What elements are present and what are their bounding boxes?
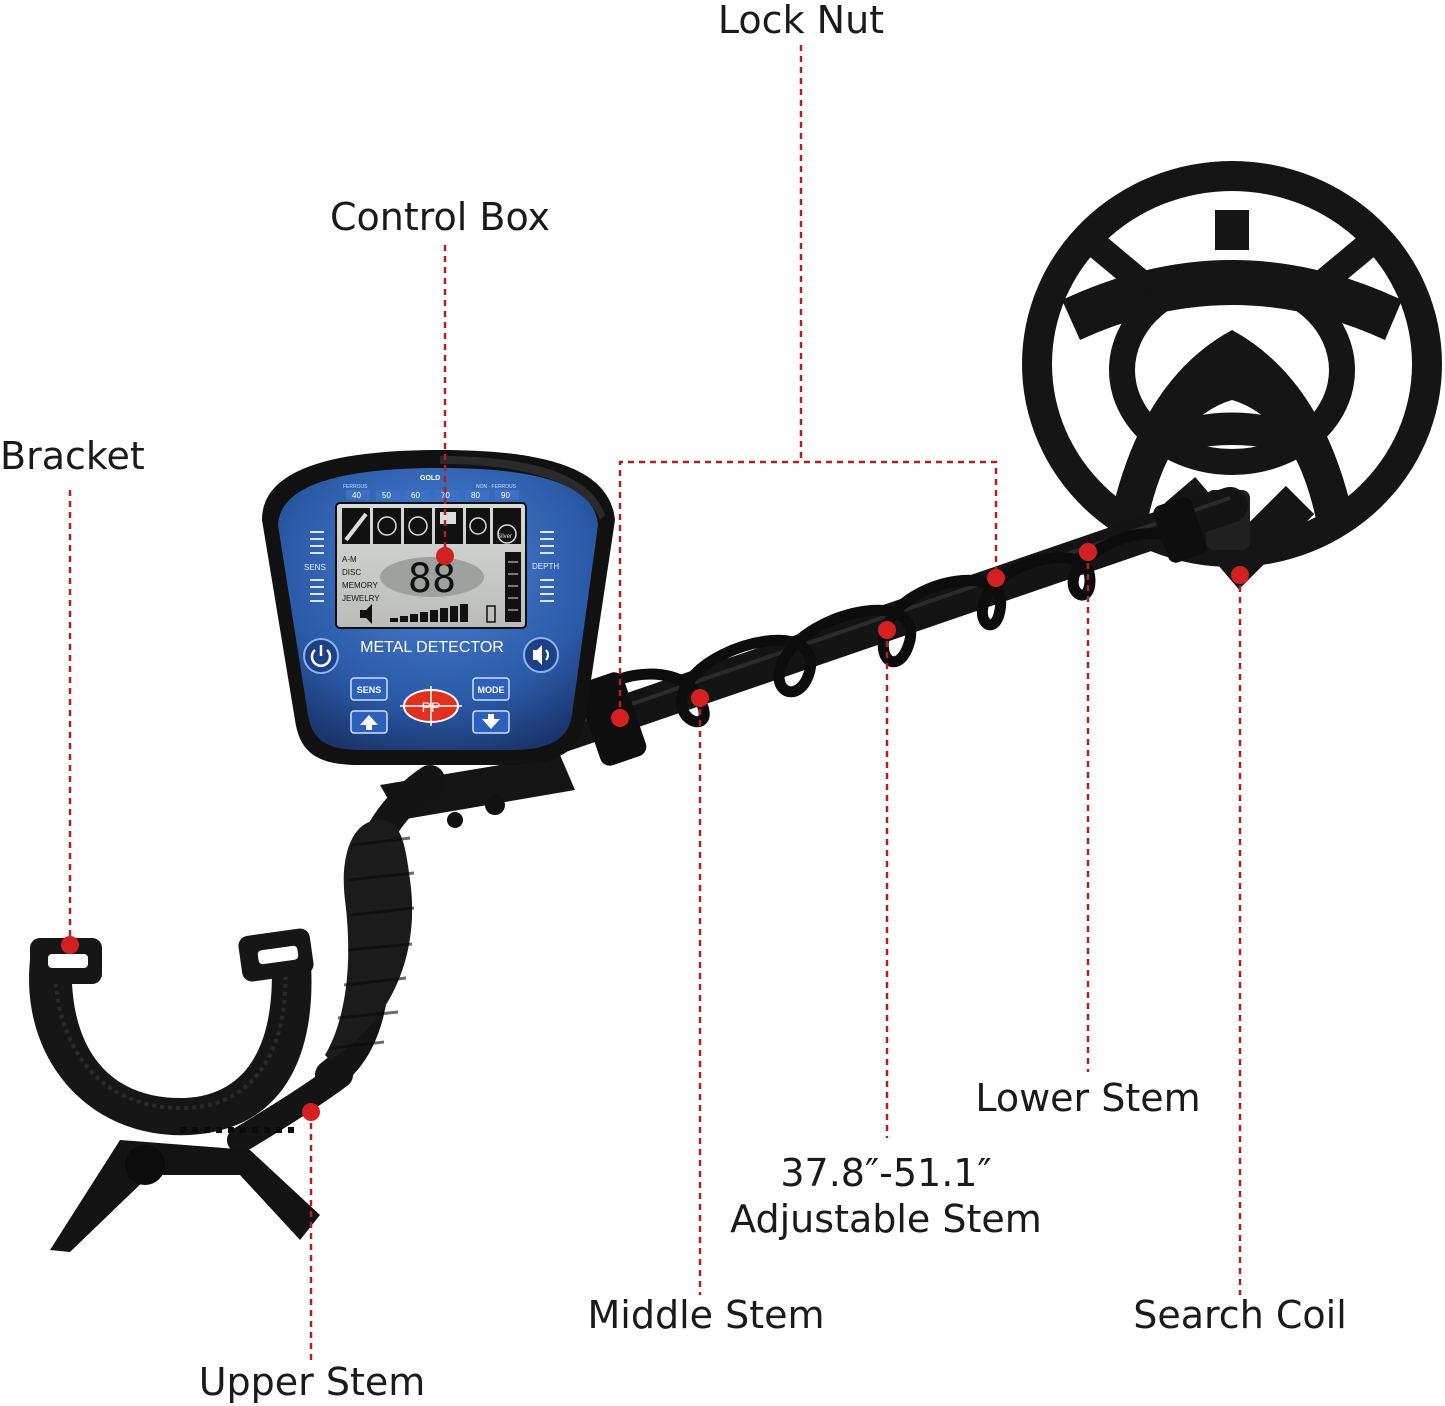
sens-indicator-label: SENS [304, 563, 326, 572]
battery-icon [486, 605, 496, 623]
marker-upper-stem [302, 1103, 320, 1121]
sens-button[interactable]: SENS [350, 677, 388, 701]
down-button[interactable] [472, 710, 510, 734]
target-icons [342, 508, 521, 544]
scale-40: 40 [352, 491, 361, 500]
upper-stem-label: Upper Stem [198, 1360, 426, 1404]
power-button[interactable] [303, 638, 339, 674]
mode-am: A-M [342, 555, 357, 564]
arm-bracket [29, 928, 320, 1252]
scale-80: 80 [471, 491, 480, 500]
control-box: GOLD FERROUS NON - FERROUS 40 50 60 70 8… [262, 450, 615, 765]
volume-button[interactable] [523, 637, 559, 673]
depth-indicator-label: DEPTH [532, 562, 559, 571]
adjustable-stem-text: Adjustable Stem [730, 1197, 1042, 1241]
mode-list: A-M DISC MEMORY JEWELRY [342, 555, 380, 603]
silver-label: Silver [497, 534, 512, 540]
mode-memory: MEMORY [342, 581, 379, 590]
mode-disc: DISC [342, 568, 361, 577]
scale-numbers: 40 50 60 70 80 90 [346, 490, 519, 500]
search-coil-label: Search Coil [1133, 1293, 1347, 1337]
scale-60: 60 [411, 491, 420, 500]
scale-50: 50 [382, 491, 391, 500]
speaker-icon [360, 604, 372, 624]
lock-nut-label: Lock Nut [717, 0, 885, 42]
mode-button-label: MODE [478, 685, 505, 695]
sens-button-label: SENS [357, 685, 382, 695]
adjustable-stem-label: 37.8″-51.1″ Adjustable Stem [730, 1150, 1042, 1242]
depth-level-bars [540, 531, 554, 602]
pinpoint-button-label: PP [422, 699, 441, 715]
markers [61, 543, 1249, 1121]
marker-search-coil [1231, 566, 1249, 584]
pinpoint-button[interactable]: PP [400, 686, 462, 726]
arrow-down-icon [482, 714, 500, 729]
depth-scale [505, 552, 521, 622]
volume-icon [533, 645, 542, 665]
marker-bracket [61, 936, 79, 954]
bracket-label: Bracket [0, 434, 145, 478]
signal-strength-bars [390, 604, 468, 622]
marker-control-box [436, 547, 454, 565]
lower-stem-label: Lower Stem [975, 1076, 1201, 1120]
marker-adjustable-stem [878, 621, 896, 639]
up-button[interactable] [350, 710, 388, 734]
non-ferrous-label: NON - FERROUS [476, 484, 517, 490]
shaft [380, 487, 1248, 828]
marker-lock-nut-left [611, 709, 629, 727]
leader-lines [68, 45, 1242, 1360]
middle-stem-label: Middle Stem [587, 1293, 825, 1337]
marker-lower-stem [1079, 543, 1097, 561]
adjustable-range-text: 37.8″-51.1″ [780, 1151, 992, 1195]
mode-button[interactable]: MODE [472, 677, 510, 701]
mode-jewelry: JEWELRY [342, 594, 380, 603]
arrow-up-icon [360, 715, 378, 730]
leader-lock-nut-bracket [618, 460, 998, 718]
marker-lock-nut-right [987, 569, 1005, 587]
scale-90: 90 [501, 491, 510, 500]
device-title: METAL DETECTOR [360, 639, 504, 656]
sens-level-bars [310, 531, 324, 602]
scale-70: 70 [441, 491, 450, 500]
power-icon [310, 649, 332, 667]
gold-label: GOLD [420, 475, 440, 482]
control-box-label: Control Box [329, 195, 551, 239]
marker-middle-stem [691, 689, 709, 707]
ferrous-label: FERROUS [343, 484, 368, 490]
